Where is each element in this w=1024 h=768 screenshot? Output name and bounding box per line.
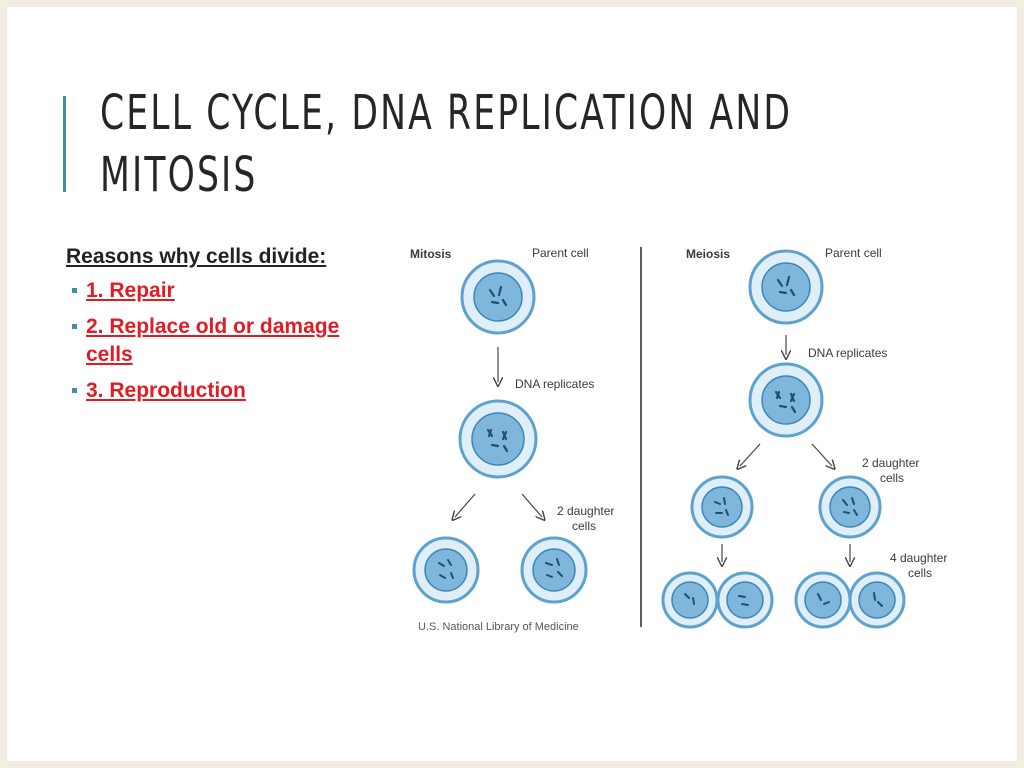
meiosis-daughter-label-2: cells — [880, 471, 904, 485]
bullet-link-replace[interactable]: 2. Replace old or damage cells — [86, 315, 340, 366]
meiosis-four-label-2: cells — [908, 566, 932, 580]
mitosis-parent-cell — [460, 259, 536, 335]
title-accent-bar — [63, 96, 66, 192]
meiosis-dna-label: DNA replicates — [808, 346, 887, 360]
mitosis-replicated-cell — [458, 399, 538, 479]
mitosis-daughter-cell-right — [520, 536, 588, 604]
content-heading: Reasons why cells divide: — [66, 245, 327, 268]
mitosis-daughter-cell-left — [412, 536, 480, 604]
meiosis-title: Meiosis — [686, 247, 730, 261]
slide-title: CELL CYCLE, DNA REPLICATION AND MITOSIS — [100, 82, 793, 206]
mitosis-daughter-label-1: 2 daughter — [557, 504, 614, 518]
bullet-link-repair[interactable]: 1. Repair — [86, 279, 175, 302]
list-item: 1. Repair — [66, 277, 346, 305]
list-item: 3. Reproduction — [66, 377, 346, 405]
mitosis-dna-label: DNA replicates — [515, 377, 594, 391]
meiosis-parent-cell — [748, 249, 824, 325]
bullet-marker — [72, 324, 77, 329]
cell-division-diagram: Mitosis Parent cell DNA replicates 2 dau… — [410, 246, 947, 633]
mitosis-arrow-right — [521, 493, 542, 517]
mitosis-arrow-left — [455, 493, 476, 517]
meiosis-four-label-1: 4 daughter — [890, 551, 947, 565]
meiosis-daughter-cell-right — [818, 475, 882, 539]
meiosis-replicated-cell — [748, 362, 824, 438]
bullet-link-reproduction[interactable]: 3. Reproduction — [86, 379, 246, 402]
bullet-marker — [72, 388, 77, 393]
meiosis-parent-label: Parent cell — [825, 246, 882, 260]
bullet-marker — [72, 288, 77, 293]
mitosis-daughter-label-2: cells — [572, 519, 596, 533]
meiosis-granddaughter-cell-1 — [661, 571, 719, 629]
meiosis-arrow-right — [811, 443, 832, 466]
list-item: 2. Replace old or damage cells — [66, 313, 346, 369]
meiosis-daughter-label-1: 2 daughter — [862, 456, 919, 470]
meiosis-granddaughter-cell-2 — [716, 571, 774, 629]
meiosis-granddaughter-cell-3 — [794, 571, 852, 629]
mitosis-title: Mitosis — [410, 247, 452, 261]
mitosis-parent-label: Parent cell — [532, 246, 589, 260]
reasons-list: 1. Repair 2. Replace old or damage cells… — [66, 277, 346, 405]
cell-division-figure: Mitosis Parent cell DNA replicates 2 dau… — [400, 232, 960, 642]
meiosis-arrow-left — [740, 443, 761, 466]
meiosis-granddaughter-cell-4 — [848, 571, 906, 629]
figure-credit: U.S. National Library of Medicine — [418, 621, 579, 633]
slide-title-line-1: CELL CYCLE, DNA REPLICATION AND — [100, 85, 793, 141]
meiosis-daughter-cell-left — [690, 475, 754, 539]
slide-title-line-2: MITOSIS — [100, 147, 258, 203]
content-panel: Reasons why cells divide: 1. Repair 2. R… — [66, 243, 346, 413]
